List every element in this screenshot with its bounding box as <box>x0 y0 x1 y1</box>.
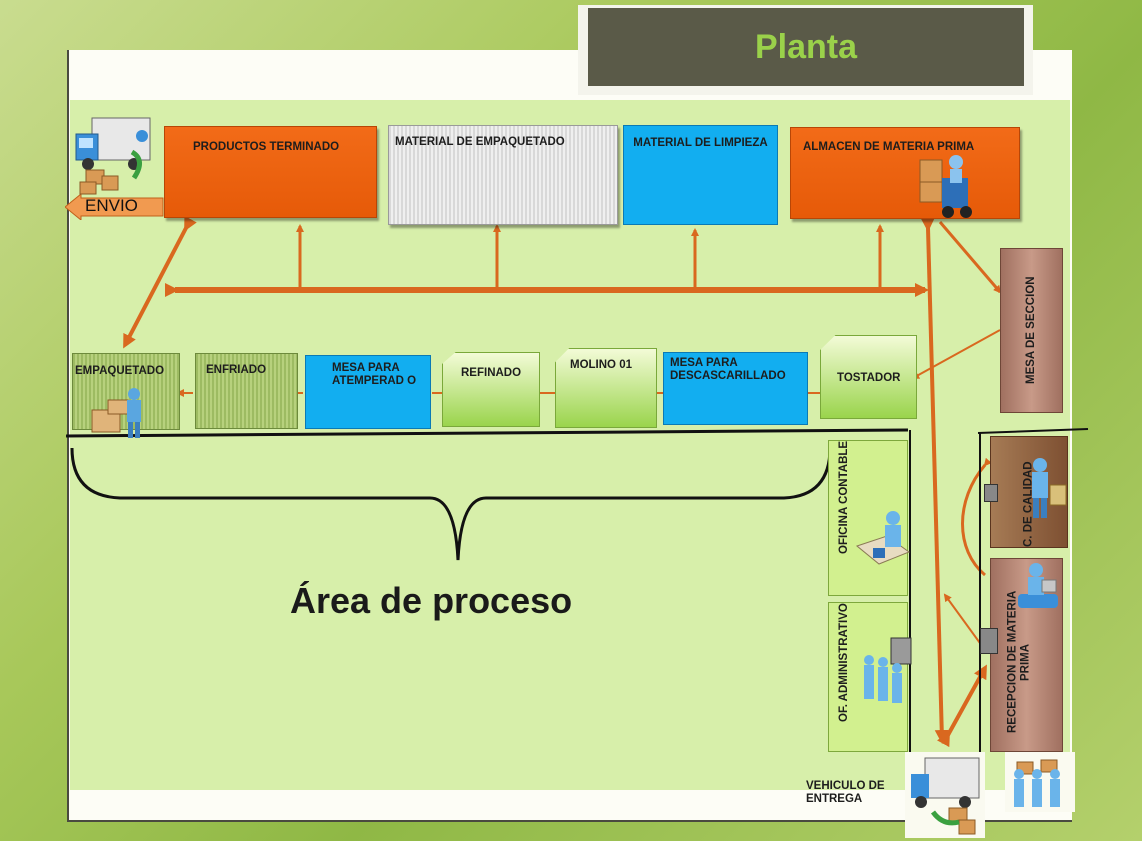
accountant-icon <box>855 511 911 565</box>
forklift-worker-icon <box>919 155 972 218</box>
reception-door <box>980 628 998 654</box>
cleaning-material-storage: MATERIAL DE LIMPIEZA <box>623 125 778 225</box>
tempering-table: MESA PARA ATEMPERAD O <box>305 355 431 429</box>
admin-group-icon <box>864 637 912 703</box>
arrow-raw-vehicle <box>920 217 949 744</box>
packing-station: EMPAQUETADO <box>72 353 180 430</box>
truck-icon <box>75 117 151 195</box>
shipping-label: ENVIO <box>85 196 138 215</box>
shipping-arrow: ENVIO <box>64 192 165 222</box>
arrow-raw-selection <box>938 221 1002 294</box>
reception-worker-icon <box>1018 563 1058 608</box>
delivery-truck-icon <box>905 752 985 838</box>
quality-inspector-icon <box>1032 458 1067 518</box>
raw-material-storage: ALMACEN DE MATERIA PRIMA <box>790 127 1020 219</box>
arrow-selection-roaster <box>911 329 1001 379</box>
arrow-reception-raw <box>943 593 986 651</box>
mill-station: MOLINO 01 <box>555 348 657 428</box>
arrow-quality-loop <box>961 457 992 577</box>
workers-group-icon <box>1005 752 1075 812</box>
process-area-bracket <box>70 447 832 561</box>
shelling-table: MESA PARA DESCASCARILLADO <box>663 352 808 425</box>
arrow-group <box>123 215 1002 748</box>
delivery-vehicle-label: VEHICULO DE ENTREGA <box>806 780 885 805</box>
selection-table: MESA DE SECCION <box>1000 248 1063 413</box>
process-area-caption: Área de proceso <box>290 580 573 621</box>
arrow-vehicle-reception <box>937 664 987 748</box>
page-title: Planta <box>588 8 1024 86</box>
quality-door <box>984 484 998 502</box>
arrow-finished-packing <box>123 215 197 349</box>
roaster: TOSTADOR <box>820 335 917 419</box>
packing-worker-icon <box>91 388 141 438</box>
finished-products-storage: PRODUCTOS TERMINADO <box>164 126 377 218</box>
packaging-material-storage: MATERIAL DE EMPAQUETADO <box>388 125 618 225</box>
refining-station: REFINADO <box>442 352 540 427</box>
cooling-station: ENFRIADO <box>195 353 298 429</box>
